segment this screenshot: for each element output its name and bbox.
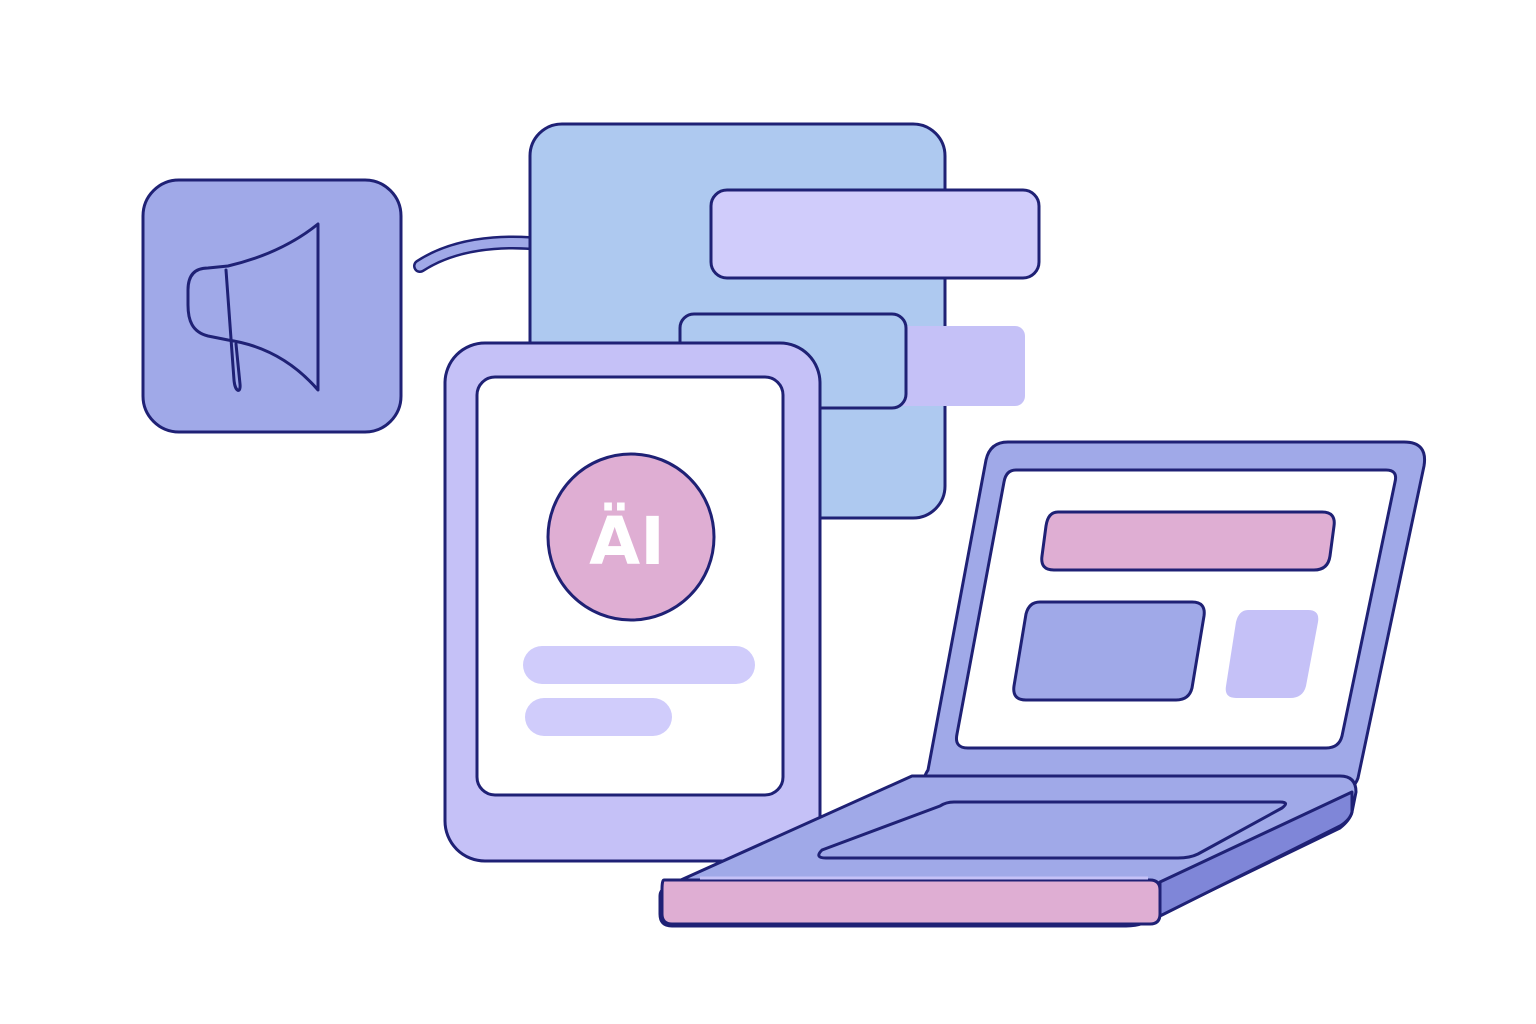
laptop-screen-block-left (1012, 600, 1206, 702)
laptop-keyboard-area (817, 800, 1287, 860)
megaphone-icon (186, 222, 320, 392)
megaphone-tile (141, 178, 403, 434)
tablet-device: ÄI (443, 341, 822, 863)
side-block-lavender (895, 326, 1025, 406)
laptop-base-side-edge (1158, 790, 1354, 918)
laptop-device (658, 440, 1427, 928)
ai-badge-text: ÄI (589, 502, 665, 580)
top-bar-lavender (709, 188, 1041, 280)
laptop-base-front-edge (660, 878, 1162, 926)
tablet-line-short (525, 698, 672, 736)
tablet-line-long (523, 646, 755, 684)
laptop-screen-header-bar (1040, 510, 1336, 572)
ai-badge (546, 452, 716, 622)
megaphone-tile-background (141, 178, 403, 434)
laptop-screen-block-right (1225, 610, 1319, 698)
